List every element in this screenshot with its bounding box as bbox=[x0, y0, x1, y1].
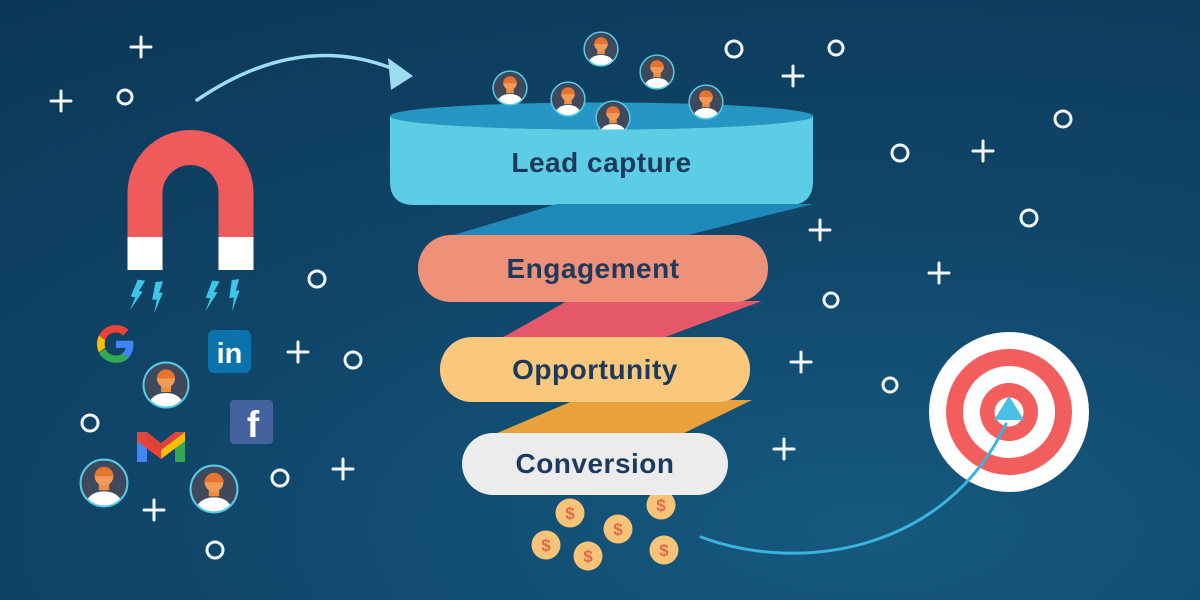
plus-decoration bbox=[927, 261, 951, 285]
coin: $ bbox=[531, 530, 561, 560]
linkedin-square bbox=[208, 330, 251, 373]
curved-arrow-line bbox=[699, 422, 1008, 555]
lightning-icon bbox=[227, 279, 244, 312]
lightning-icon bbox=[128, 279, 146, 312]
arrowhead-icon bbox=[388, 58, 413, 90]
dollar-sign: $ bbox=[565, 504, 575, 523]
dollar-sign: $ bbox=[659, 541, 669, 560]
coin: $ bbox=[603, 514, 633, 544]
funnel-stage-engagement bbox=[418, 235, 768, 302]
circle-decoration bbox=[881, 376, 899, 394]
plus-decoration bbox=[808, 218, 832, 242]
person-avatar bbox=[689, 85, 723, 120]
lead-magnet-icon bbox=[127, 130, 254, 314]
dollar-sign: $ bbox=[583, 547, 593, 566]
plus-decoration bbox=[781, 64, 805, 88]
circle-decoration bbox=[343, 350, 363, 370]
dollar-sign: $ bbox=[656, 496, 666, 515]
funnel-ribbon-middle bbox=[500, 301, 762, 339]
circle-decoration bbox=[80, 413, 100, 433]
funnel-ribbon-bottom bbox=[490, 400, 752, 436]
person-avatar bbox=[81, 460, 128, 508]
circle-decoration bbox=[307, 269, 327, 289]
revenue-coins: $ $ $ $ $ $ bbox=[531, 490, 679, 571]
circle-decoration bbox=[827, 39, 845, 57]
circle-decoration bbox=[116, 88, 134, 106]
coin: $ bbox=[555, 498, 585, 528]
magnet-body bbox=[127, 130, 254, 237]
coin: $ bbox=[649, 535, 679, 565]
circle-decoration bbox=[1019, 208, 1039, 228]
coins-to-target-arrow bbox=[699, 396, 1024, 555]
circle-decoration bbox=[822, 291, 840, 309]
circle-decoration bbox=[724, 39, 744, 59]
coin: $ bbox=[646, 490, 676, 520]
dollar-sign: $ bbox=[613, 520, 623, 539]
google-icon bbox=[97, 325, 134, 363]
funnel-stage-lead-capture bbox=[390, 116, 813, 205]
plus-decoration bbox=[772, 437, 796, 461]
funnel-stage-opportunity bbox=[440, 337, 750, 402]
person-avatar bbox=[584, 32, 618, 67]
person-avatar bbox=[191, 466, 238, 514]
magnet-tip bbox=[127, 237, 163, 270]
funnel-ribbon-top bbox=[447, 204, 813, 237]
circle-decoration bbox=[1053, 109, 1073, 129]
magnet-tip bbox=[218, 237, 254, 270]
plus-decoration bbox=[286, 340, 310, 364]
facebook-icon: f bbox=[230, 400, 273, 445]
lightning-icon bbox=[150, 281, 166, 314]
linkedin-label: in bbox=[217, 338, 243, 370]
linkedin-icon: in bbox=[208, 330, 251, 373]
lightning-icon bbox=[204, 280, 220, 313]
dollar-sign: $ bbox=[541, 536, 551, 555]
circle-decoration bbox=[270, 468, 290, 488]
coin: $ bbox=[573, 541, 603, 571]
facebook-label: f bbox=[247, 404, 260, 445]
plus-decoration bbox=[142, 498, 166, 522]
person-avatar bbox=[551, 82, 585, 117]
magnet-to-funnel-arrow bbox=[195, 53, 413, 102]
lead-sources: in f bbox=[81, 325, 273, 514]
plus-decoration bbox=[789, 350, 813, 374]
gmail-icon bbox=[137, 432, 185, 462]
person-avatar bbox=[144, 363, 189, 410]
background-decorations bbox=[49, 35, 1073, 560]
plus-decoration bbox=[129, 35, 153, 59]
person-avatar bbox=[493, 71, 527, 106]
circle-decoration bbox=[205, 540, 225, 560]
plus-decoration bbox=[971, 139, 995, 163]
marketing-funnel: $ $ $ $ $ $ bbox=[390, 32, 813, 571]
circle-decoration bbox=[890, 143, 910, 163]
plus-decoration bbox=[49, 89, 73, 113]
funnel-stage-conversion bbox=[462, 433, 728, 495]
curved-arrow-line bbox=[195, 53, 398, 102]
arrowhead-icon bbox=[994, 396, 1024, 420]
person-avatar bbox=[640, 55, 674, 90]
facebook-square bbox=[230, 400, 273, 444]
plus-decoration bbox=[331, 457, 355, 481]
